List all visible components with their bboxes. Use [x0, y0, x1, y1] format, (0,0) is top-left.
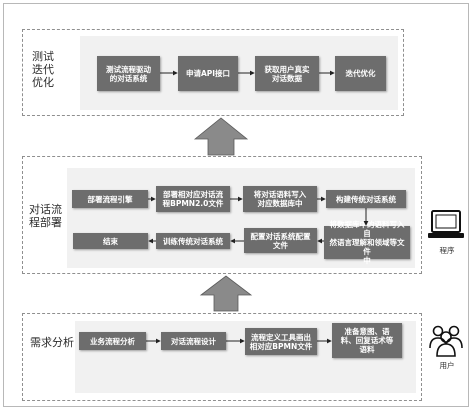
computer-label: 程序	[439, 246, 455, 255]
diagram-frame	[3, 3, 469, 407]
test-box-2: 申请API接口	[178, 56, 238, 91]
stage-test-label: 测试迭代优化	[32, 50, 54, 89]
deploy-box-1: 部署流程引擎	[72, 190, 148, 208]
deploy-box-7: 配置对话系统配置文件	[244, 228, 317, 253]
big-arrow-up-2	[199, 275, 253, 312]
require-box-2: 对话流程设计	[161, 332, 226, 350]
big-arrow-up-1	[193, 117, 249, 156]
stage-deploy-label: 对话流程部署	[29, 203, 62, 229]
computer-icon	[428, 210, 464, 238]
deploy-box-end: 结束	[73, 233, 148, 249]
deploy-box-6: 训练传统对话系统	[156, 233, 230, 249]
require-box-3: 流程定义工具画出相对应BPMN文件	[245, 328, 317, 355]
test-box-4: 迭代优化	[335, 56, 386, 91]
require-box-4: 准备意图、语料、回复话术等语料	[332, 323, 402, 358]
user-label: 用户	[439, 361, 455, 370]
test-box-3: 获取用户真实对话数据	[255, 56, 319, 91]
stage-require-label: 需求分析	[30, 336, 74, 349]
test-box-1: 测试流程驱动的对话系统	[97, 56, 160, 91]
deploy-box-3: 将对话语料写入对应数据库中	[243, 186, 317, 212]
user-group-icon	[429, 325, 463, 357]
deploy-box-2: 部署相对应对话流程BPMN2.0文件	[156, 186, 230, 212]
require-box-1: 业务流程分析	[79, 332, 146, 350]
deploy-box-4: 构建传统对话系统	[326, 190, 406, 208]
